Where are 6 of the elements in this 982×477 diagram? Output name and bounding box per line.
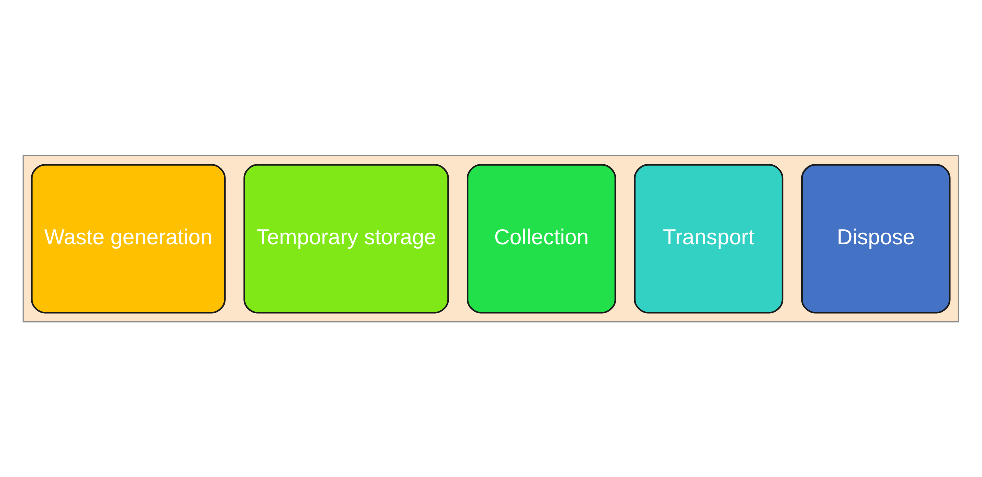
node-box: Collection <box>467 164 616 314</box>
cluster <box>22 154 960 322</box>
node-box: Transport <box>634 164 784 314</box>
node-box: Waste generation <box>31 164 226 314</box>
node-box: Temporary storage <box>244 164 450 314</box>
node-box: Dispose <box>801 164 951 314</box>
